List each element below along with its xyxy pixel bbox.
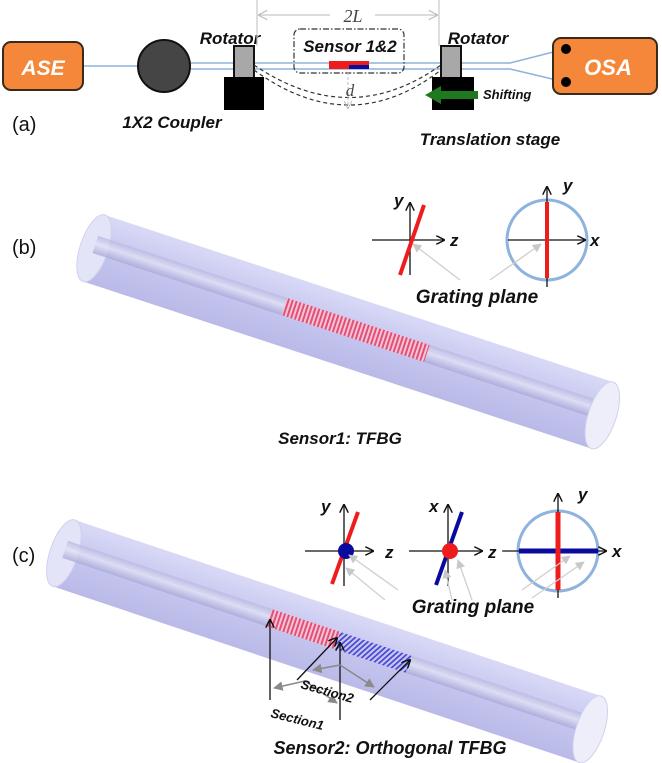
sensor-box — [293, 28, 405, 74]
sensor-segment-red-2 — [329, 65, 349, 69]
section1-dim-arrow-left — [273, 680, 306, 691]
y-axis-label-c3: y — [577, 485, 589, 504]
grating-plane-tilted — [398, 204, 426, 276]
z-axis-label-c2: z — [487, 543, 497, 562]
coupler-icon — [137, 39, 191, 93]
x-axis-label-c3: x — [611, 542, 623, 561]
shift-arrow-icon — [425, 86, 478, 104]
pointer-c3b — [531, 561, 585, 599]
section1-grating — [266, 609, 341, 649]
x-axis-label-c2: x — [428, 497, 440, 516]
rotator-left-label: Rotator — [200, 29, 262, 48]
pointer-c1b — [345, 567, 386, 601]
mount-left — [224, 77, 264, 110]
shifting-label: Shifting — [483, 87, 531, 102]
x-axis-label: x — [589, 231, 601, 250]
section2-grating — [334, 631, 412, 673]
xy-axes-c3: y x — [502, 485, 623, 598]
bend-curve-2 — [253, 69, 442, 106]
osa-port-1 — [561, 44, 571, 54]
section2-end-marker — [369, 660, 410, 701]
pointer-c1a — [348, 554, 399, 591]
span-label: 2L — [343, 6, 362, 26]
coupler-label: 1X2 Coupler — [122, 113, 223, 132]
fiber-cylinder-b — [76, 214, 621, 450]
y-axis-label-2: y — [562, 176, 574, 195]
rotator-right-label: Rotator — [448, 29, 510, 48]
section2-start-marker — [296, 638, 337, 681]
grating-plane-label-c: Grating plane — [412, 597, 535, 618]
cladding-end-right — [584, 381, 621, 450]
pointer-arrow-1 — [412, 243, 461, 281]
section2-dim-arrow-left — [312, 663, 341, 674]
sensor2-caption: Sensor2: Orthogonal TFBG — [273, 738, 506, 758]
cladding-end-right-c — [572, 695, 609, 763]
ase-label: ASE — [20, 57, 65, 80]
pointer-c3a — [521, 555, 571, 591]
yz-axes-c1: y z — [305, 497, 394, 586]
grating-plane-red-dot — [442, 543, 458, 559]
grating-plane-label-b: Grating plane — [416, 287, 539, 308]
rotator-right-icon — [440, 45, 462, 79]
osa-box — [552, 37, 658, 95]
panel-c-label: (c) — [12, 545, 35, 567]
translation-stage-label: Translation stage — [420, 130, 560, 149]
panel-a: ASE 1X2 Coupler (a) Rotator Rotator Shif… — [2, 0, 658, 149]
rotator-left-icon — [233, 45, 255, 79]
bend-curve-1 — [253, 64, 442, 98]
sensor-box-label: Sensor 1&2 — [303, 37, 397, 56]
pointer-c2b — [456, 559, 473, 601]
section2-dim-arrow-right — [339, 664, 375, 688]
xy-axes-b: y x — [505, 176, 601, 287]
sensor-segment-red — [329, 61, 369, 65]
z-axis-label-c1: z — [384, 543, 394, 562]
panel-c: (c) y z x z — [12, 485, 623, 763]
section1-label: Section1 — [269, 705, 325, 733]
panel-a-label: (a) — [12, 114, 36, 136]
panel-b: (b) y z y x Grating plane S — [12, 176, 621, 450]
sensor1-caption: Sensor1: TFBG — [278, 429, 402, 448]
ase-source-box — [2, 41, 84, 91]
osa-port-2 — [561, 77, 571, 87]
tfbg-grating — [281, 298, 430, 363]
osa-label: OSA — [584, 55, 632, 80]
panel-b-label: (b) — [12, 237, 36, 259]
deflection-label: d — [346, 81, 355, 100]
z-axis-label: z — [449, 231, 459, 250]
yz-axes-b: y z — [372, 191, 459, 276]
sensor-segment-blue — [349, 65, 369, 69]
pointer-c2a — [442, 569, 453, 601]
section1-dim-arrow-right — [304, 680, 338, 704]
xz-axes-c2: x z — [409, 497, 497, 586]
y-axis-label-c1: y — [320, 497, 332, 516]
y-axis-label: y — [393, 191, 405, 210]
pointer-arrow-2 — [489, 243, 542, 281]
